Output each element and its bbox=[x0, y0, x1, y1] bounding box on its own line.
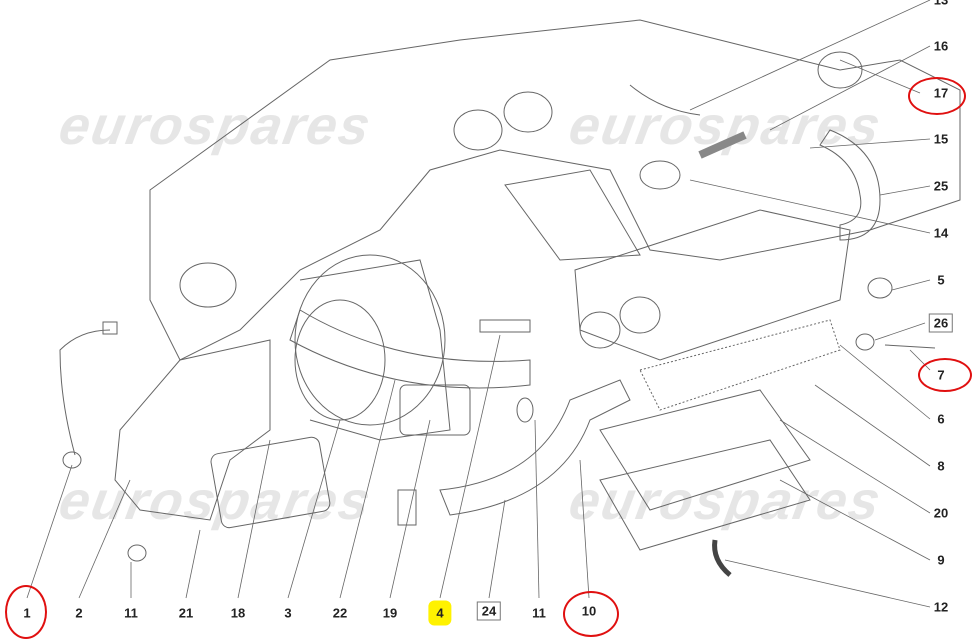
hose bbox=[712, 539, 732, 577]
callout-label: 3 bbox=[284, 605, 292, 621]
leader-lines-bottom bbox=[26, 334, 590, 599]
vent bbox=[453, 109, 503, 151]
callout-label: 21 bbox=[178, 605, 194, 621]
blower-housing bbox=[294, 254, 446, 426]
callout-label: 18 bbox=[230, 605, 246, 621]
vent bbox=[619, 296, 661, 334]
sleeve bbox=[855, 333, 875, 351]
callout-label: 2 bbox=[75, 605, 83, 621]
heater-box bbox=[574, 209, 851, 361]
callout-label: 22 bbox=[332, 605, 348, 621]
sensor-wire bbox=[59, 329, 111, 456]
callout-label: 11 bbox=[124, 605, 138, 621]
switch bbox=[397, 489, 417, 526]
sensor bbox=[62, 451, 82, 469]
pipe bbox=[698, 131, 747, 159]
actuator bbox=[867, 277, 893, 299]
red-annotation-circle bbox=[918, 358, 972, 392]
motor bbox=[639, 160, 681, 190]
callout-label: 25 bbox=[933, 178, 949, 194]
red-annotation-circle bbox=[563, 591, 619, 637]
frame bbox=[399, 384, 471, 436]
evaporator bbox=[639, 319, 841, 411]
callout-label: 19 bbox=[382, 605, 398, 621]
vent bbox=[503, 91, 553, 133]
blower-body bbox=[299, 259, 451, 441]
red-annotation-circle bbox=[5, 585, 47, 639]
callout-label-boxed: 24 bbox=[476, 601, 502, 621]
vent bbox=[179, 262, 237, 308]
callout-label: 13 bbox=[933, 0, 949, 8]
actuator bbox=[516, 397, 534, 423]
callout-label-highlighted: 4 bbox=[428, 600, 452, 626]
hose bbox=[439, 379, 631, 516]
callout-label: 14 bbox=[933, 225, 949, 241]
callout-label: 20 bbox=[933, 505, 949, 521]
tray bbox=[599, 389, 811, 511]
vent bbox=[817, 51, 863, 89]
left-duct bbox=[114, 339, 271, 521]
callout-label: 11 bbox=[532, 605, 546, 621]
frame bbox=[210, 436, 331, 529]
callout-label: 6 bbox=[937, 411, 945, 427]
dashboard-outline bbox=[149, 19, 961, 361]
dash-recess bbox=[504, 169, 641, 261]
callout-label: 8 bbox=[937, 458, 945, 474]
red-annotation-circle bbox=[908, 77, 966, 115]
callout-label: 12 bbox=[933, 599, 949, 615]
blower-inlet bbox=[294, 299, 386, 421]
wire bbox=[629, 84, 701, 116]
tray bbox=[599, 439, 811, 551]
callout-label: 9 bbox=[937, 552, 945, 568]
actuator bbox=[127, 544, 147, 562]
callout-label: 16 bbox=[933, 38, 949, 54]
callout-label-boxed: 26 bbox=[928, 313, 954, 333]
hose bbox=[289, 309, 531, 389]
connector bbox=[102, 321, 118, 335]
valve bbox=[479, 319, 531, 333]
callout-label: 15 bbox=[933, 131, 949, 147]
callout-label: 5 bbox=[937, 272, 945, 288]
hose bbox=[819, 129, 881, 241]
vent bbox=[579, 311, 621, 349]
leader-lines-right bbox=[689, 0, 931, 608]
